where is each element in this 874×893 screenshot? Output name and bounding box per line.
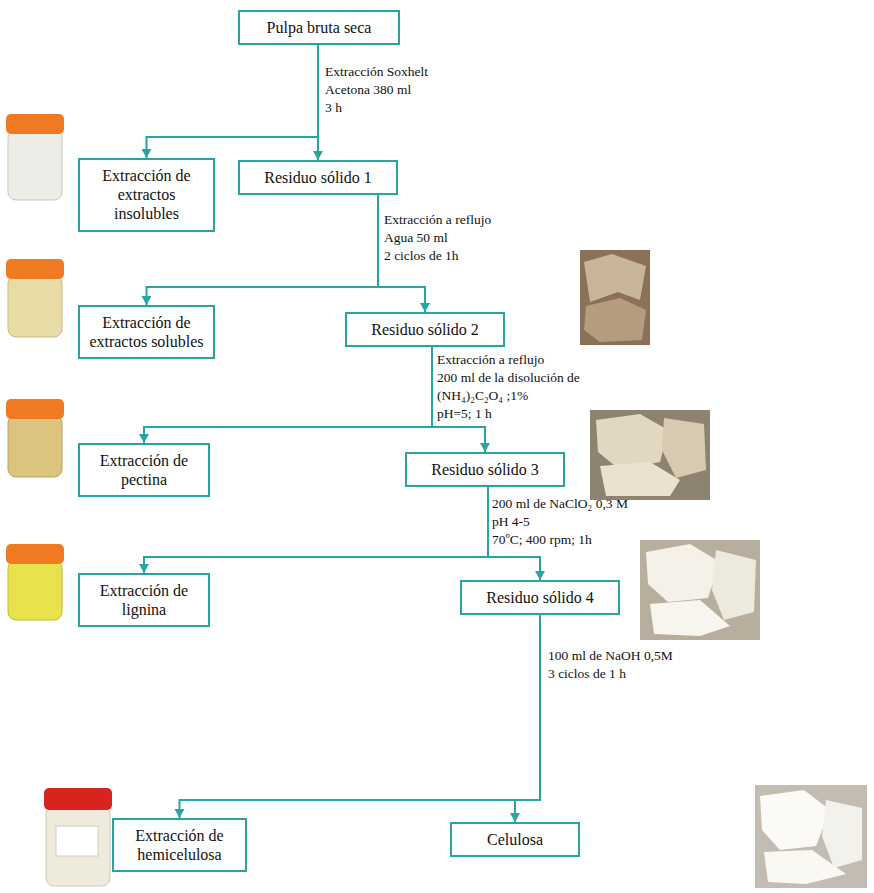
box-label: Pulpa bruta seca <box>248 18 390 37</box>
condition-note: Acetona 380 ml <box>325 82 411 98</box>
sample-jar <box>6 399 64 477</box>
condition-note: 200 ml de la disolución de <box>437 370 580 386</box>
arrow-head <box>142 149 152 158</box>
residue-box: Residuo sólido 2 <box>345 312 505 347</box>
flow-connector <box>139 347 432 443</box>
condition-note: 100 ml de NaOH 0,5M <box>548 648 673 664</box>
arrow-head <box>139 564 149 573</box>
condition-note: 200 ml de NaClO₂ 0,3 M <box>492 496 628 512</box>
residue-photo <box>640 540 760 640</box>
box-label: Extracción de lignina <box>88 581 200 619</box>
condition-note: pH 4-5 <box>492 514 530 530</box>
condition-note: 3 h <box>325 100 342 116</box>
box-label: Celulosa <box>460 830 570 849</box>
box-label: Extracción de pectina <box>88 451 200 489</box>
box-label: Residuo sólido 3 <box>415 460 555 479</box>
flow-connector <box>139 487 488 573</box>
arrow-head <box>142 296 152 305</box>
flow-connector <box>142 45 319 158</box>
arrow-head <box>313 151 323 160</box>
sample-jar <box>44 788 112 886</box>
residue-box: Residuo sólido 4 <box>460 580 620 615</box>
condition-note: Agua 50 ml <box>384 230 448 246</box>
process-box: Extracción de extractos insolubles <box>78 158 215 232</box>
condition-note: 70ºC; 400 rpm; 1h <box>492 532 592 548</box>
arrow-head <box>139 434 149 443</box>
condition-note: Extracción a reflujo <box>437 352 544 368</box>
residue-photo <box>580 250 650 345</box>
arrow-head <box>175 809 185 818</box>
box-label: Extracción de extractos insolubles <box>88 166 205 224</box>
flow-connector <box>175 615 541 818</box>
flow-connector <box>510 615 540 822</box>
arrow-head <box>420 303 430 312</box>
condition-note: 3 ciclos de 1 h <box>548 666 626 682</box>
process-box: Celulosa <box>450 822 580 857</box>
box-label: Residuo sólido 4 <box>470 588 610 607</box>
flow-connector <box>313 45 323 160</box>
residue-photo <box>755 785 867 888</box>
sample-jar <box>6 544 64 620</box>
condition-note: pH=5; 1 h <box>437 406 492 422</box>
condition-note: Extracción a reflujo <box>384 212 491 228</box>
sample-jar <box>6 259 64 337</box>
residue-photo <box>590 410 710 500</box>
condition-note: Extracción Soxhelt <box>325 64 428 80</box>
arrow-head <box>535 571 545 580</box>
arrow-head <box>510 813 520 822</box>
residue-box: Pulpa bruta seca <box>238 10 400 45</box>
process-box: Extracción de hemicelulosa <box>112 818 247 872</box>
residue-box: Residuo sólido 3 <box>405 452 565 487</box>
arrow-head <box>480 443 490 452</box>
box-label: Extracción de hemicelulosa <box>122 826 237 864</box>
process-box: Extracción de pectina <box>78 443 210 497</box>
process-box: Extracción de extractos solubles <box>78 305 215 359</box>
condition-note: 2 ciclos de 1h <box>384 248 459 264</box>
box-label: Extracción de extractos solubles <box>88 313 205 351</box>
sample-jar <box>6 114 64 200</box>
box-label: Residuo sólido 1 <box>248 168 388 187</box>
process-box: Extracción de lignina <box>78 573 210 627</box>
residue-box: Residuo sólido 1 <box>238 160 398 195</box>
condition-note: (NH₄)₂C₂O₄ ;1% <box>437 388 528 404</box>
box-label: Residuo sólido 2 <box>355 320 495 339</box>
